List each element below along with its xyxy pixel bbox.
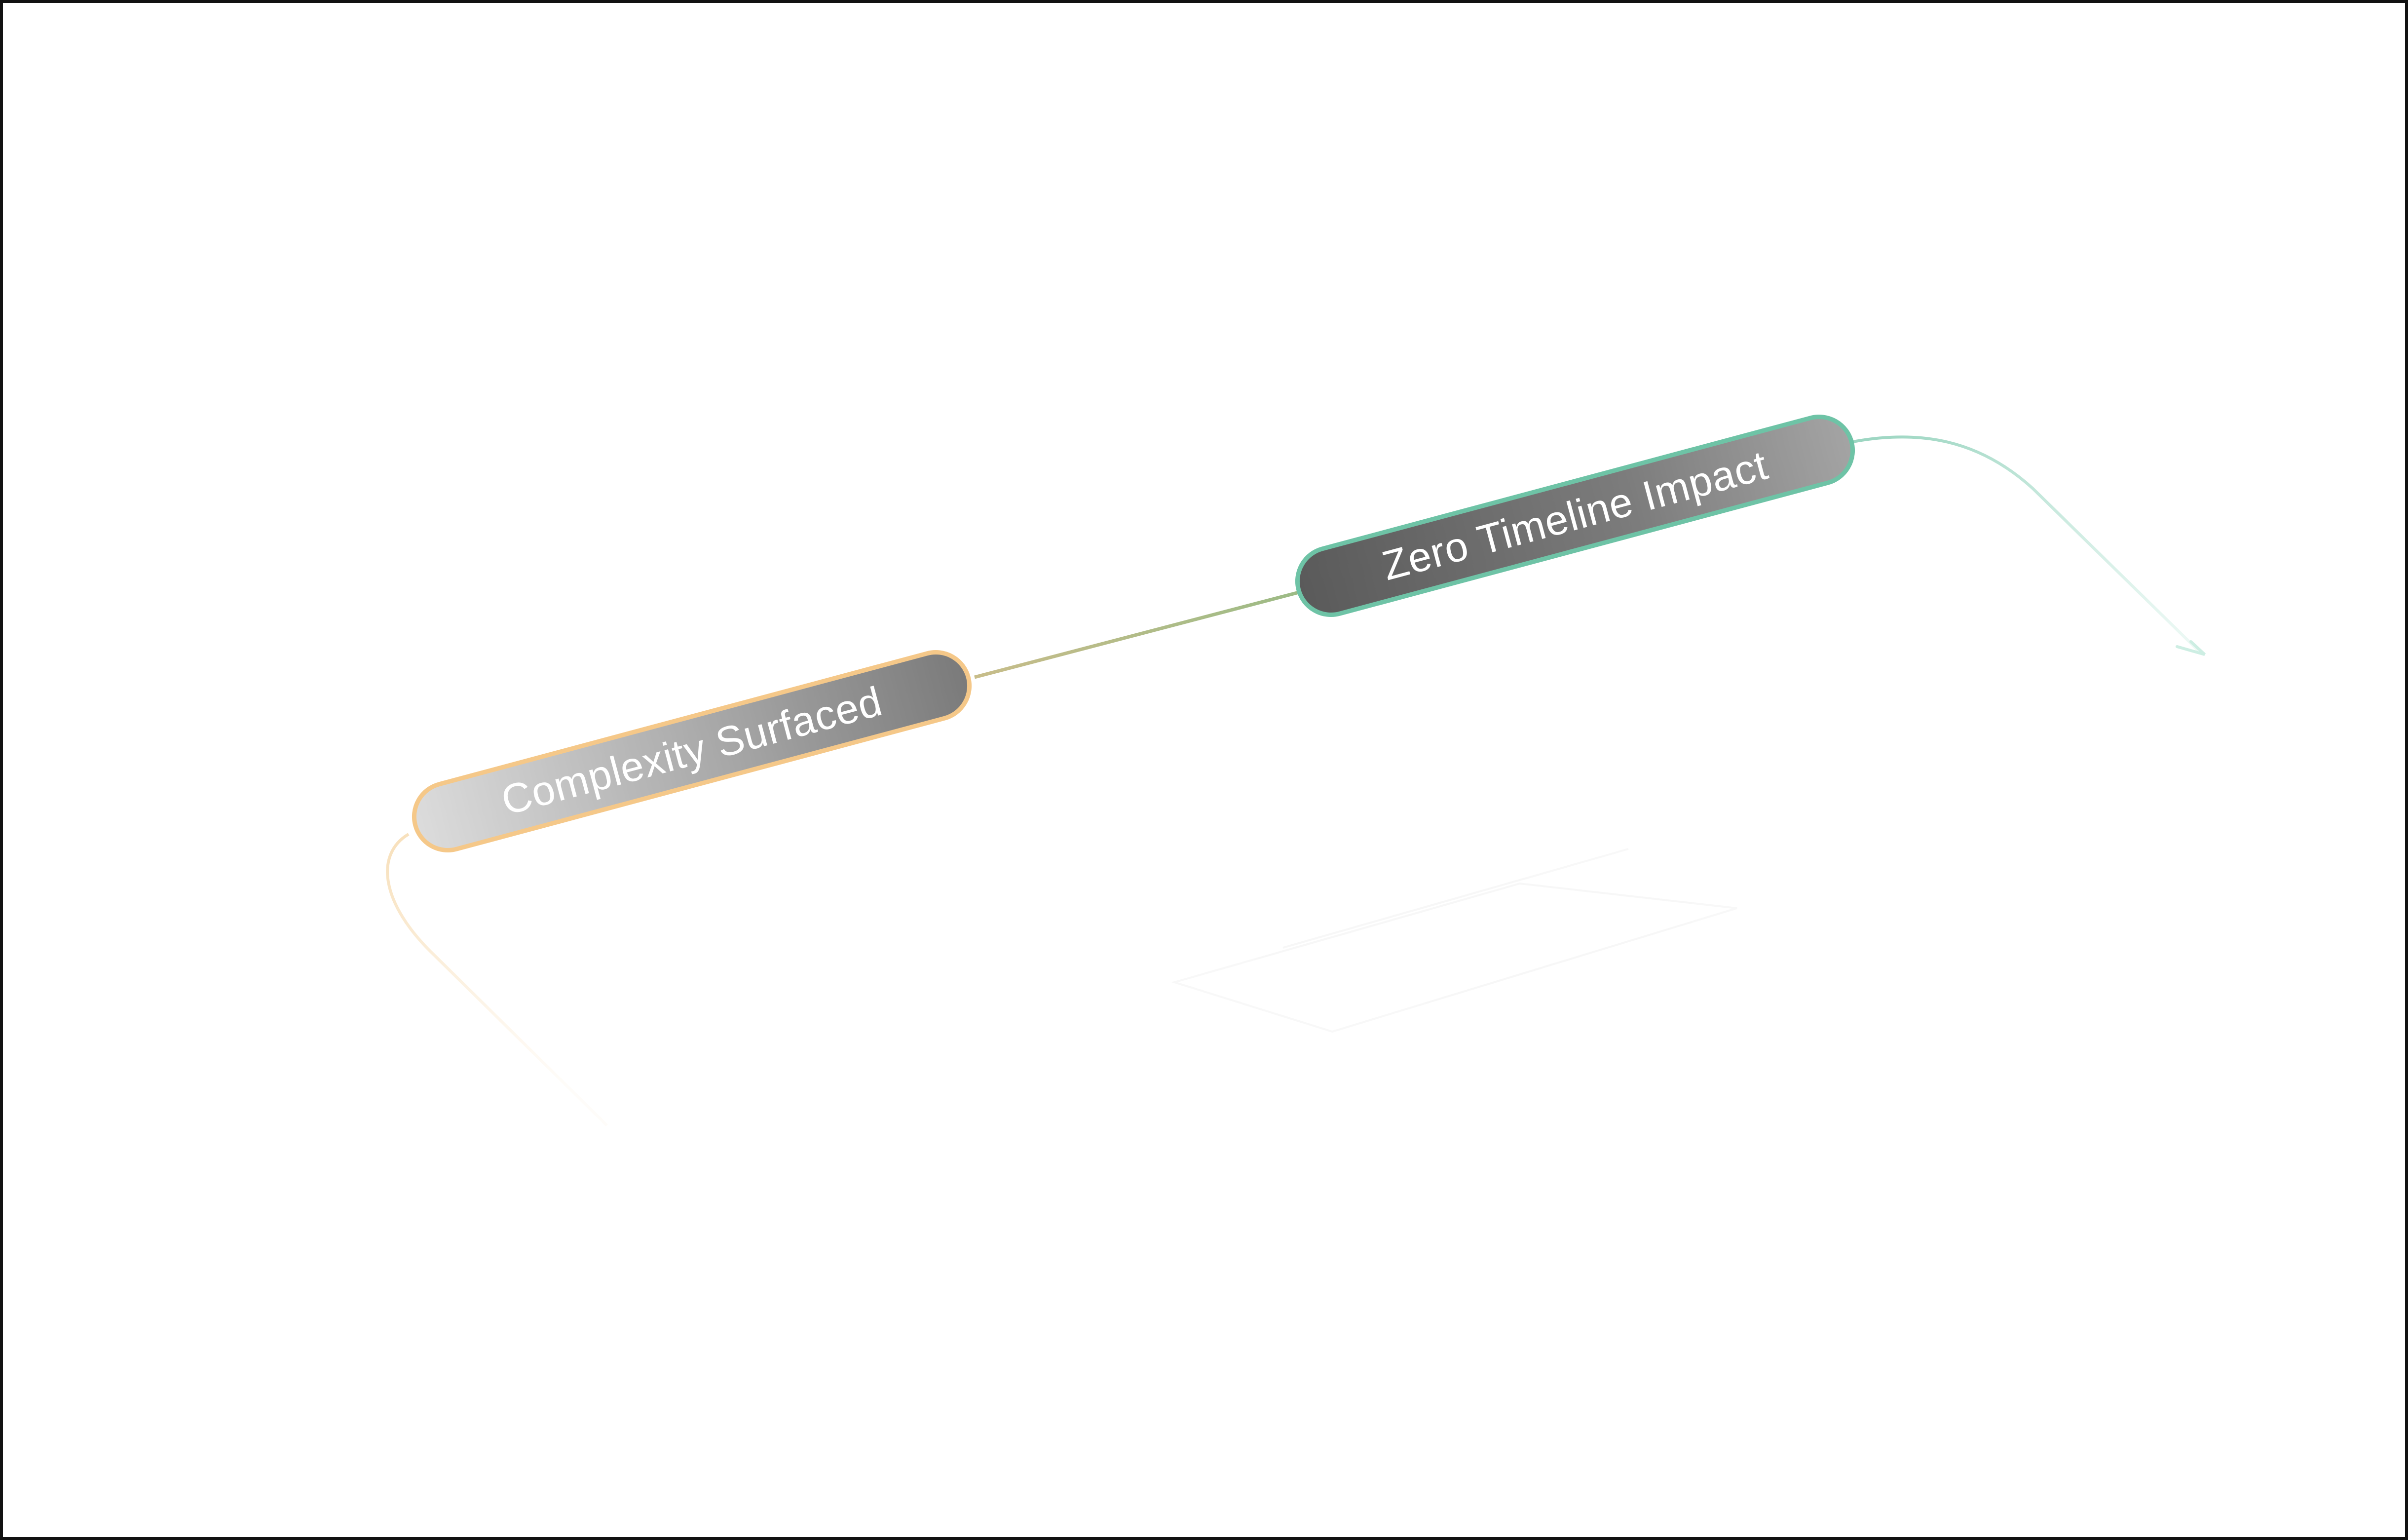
- edge-complexity-to-zero-timeline: [974, 589, 1303, 679]
- arrowhead-teal-icon: [2176, 640, 2206, 656]
- faded-ghost-shapes: [1171, 848, 1737, 1033]
- node-complexity-surfaced[interactable]: Complexity Surfaced: [407, 645, 977, 858]
- edge-zero-timeline-outgoing: [1852, 435, 2200, 652]
- edge-complexity-outgoing: [386, 833, 608, 1127]
- node-zero-timeline-impact[interactable]: Zero Timeline Impact: [1290, 409, 1860, 622]
